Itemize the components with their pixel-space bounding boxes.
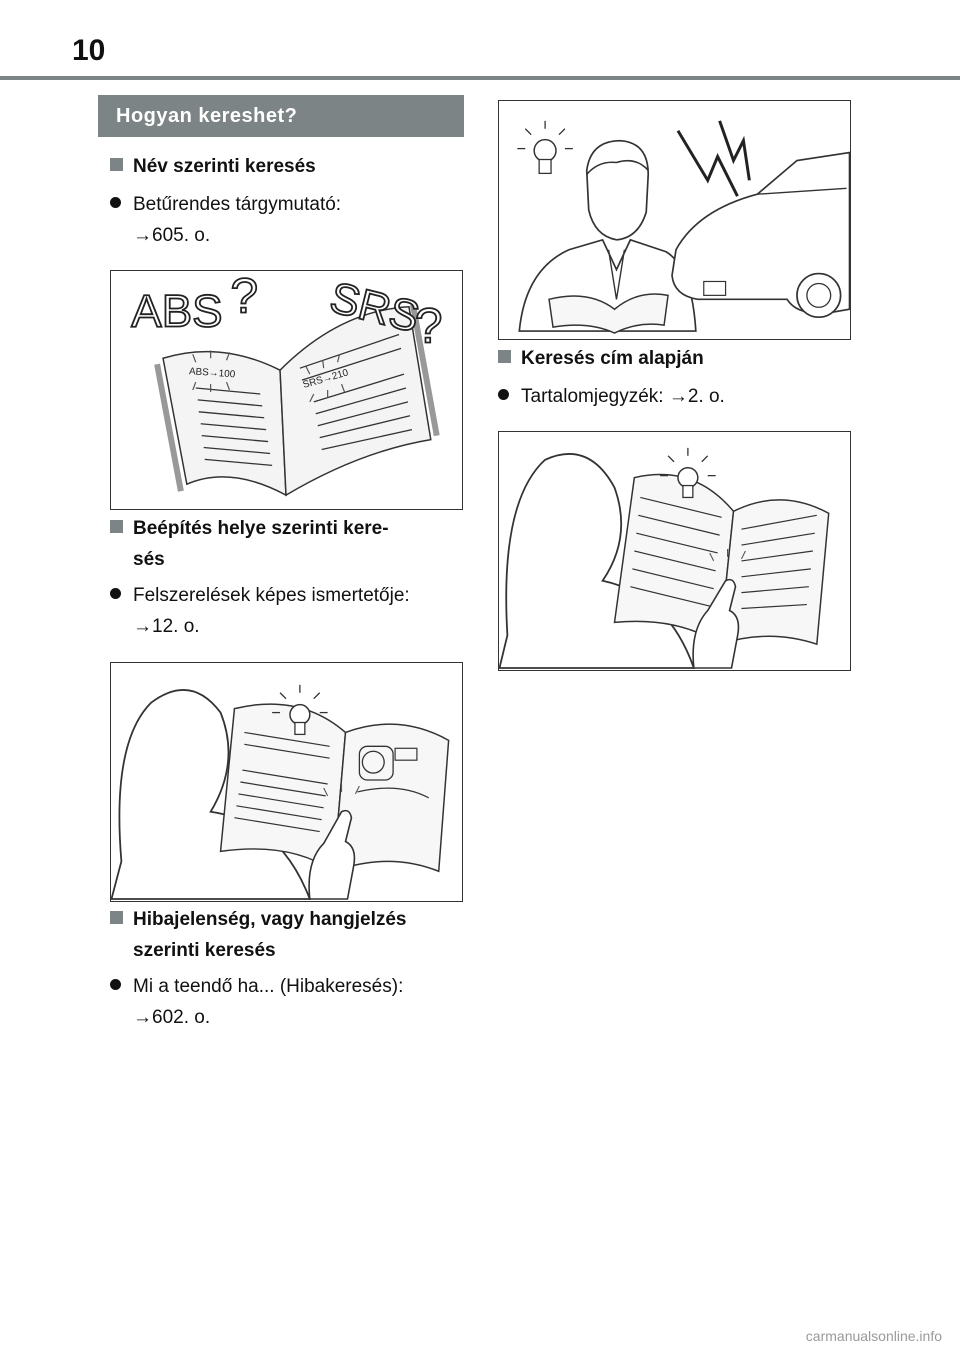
- header-rule: [0, 76, 960, 80]
- round-bullet-icon: [110, 588, 121, 599]
- lightbulb-icon: [272, 684, 328, 736]
- illustration-car-noise: [498, 100, 851, 340]
- bullet-contents: Tartalomjegyzék: →2. o.: [498, 381, 725, 412]
- round-bullet-icon: [498, 389, 509, 400]
- footer-watermark: carmanualsonline.info: [805, 1328, 942, 1344]
- index-ref-abs: ABS→100: [189, 366, 236, 380]
- square-bullet-icon: [110, 520, 123, 533]
- page-reference: →12. o.: [133, 616, 200, 637]
- lightbulb-icon: [660, 447, 716, 499]
- subheading-name-search: Név szerinti keresés: [110, 151, 316, 182]
- square-bullet-icon: [110, 911, 123, 924]
- person-reading-icon: [499, 447, 830, 669]
- square-bullet-icon: [110, 158, 123, 171]
- round-bullet-icon: [110, 197, 121, 208]
- subheading-location-search: Beépítés helye szerinti kere- sés: [110, 513, 389, 575]
- illustration-pictorial-index: [110, 662, 463, 902]
- man-and-car-icon: [517, 120, 850, 334]
- round-bullet-icon: [110, 979, 121, 990]
- subheading-symptom-search: Hibajelenség, vagy hangjelzés szerinti k…: [110, 904, 407, 966]
- label-abs: ABS: [131, 286, 222, 337]
- open-book-icon: ABS→100 SRS→210 ABS ? SRS ?: [130, 271, 443, 497]
- section-heading: Hogyan kereshet?: [98, 95, 464, 137]
- page-number: 10: [72, 34, 106, 67]
- page-reference: Tartalomjegyzék: →2. o.: [521, 386, 725, 407]
- square-bullet-icon: [498, 350, 511, 363]
- page-reference: →605. o.: [133, 225, 211, 246]
- bullet-pictorial-index: Felszerelések képes ismertetője: →12. o.: [110, 580, 410, 642]
- subheading-title-search: Keresés cím alapján: [498, 343, 704, 374]
- page-reference: →602. o.: [133, 1007, 211, 1028]
- question-mark-right: ?: [415, 297, 443, 353]
- bullet-index: Betűrendes tárgymutató: →605. o.: [110, 189, 341, 251]
- lightbulb-icon: [517, 120, 573, 175]
- question-mark-left: ?: [230, 271, 258, 324]
- bullet-troubleshooting: Mi a teendő ha... (Hibakeresés): →602. o…: [110, 971, 403, 1033]
- illustration-table-of-contents: [498, 431, 851, 671]
- person-reading-icon: [111, 684, 450, 900]
- illustration-index-book: ABS→100 SRS→210 ABS ? SRS ?: [110, 270, 463, 510]
